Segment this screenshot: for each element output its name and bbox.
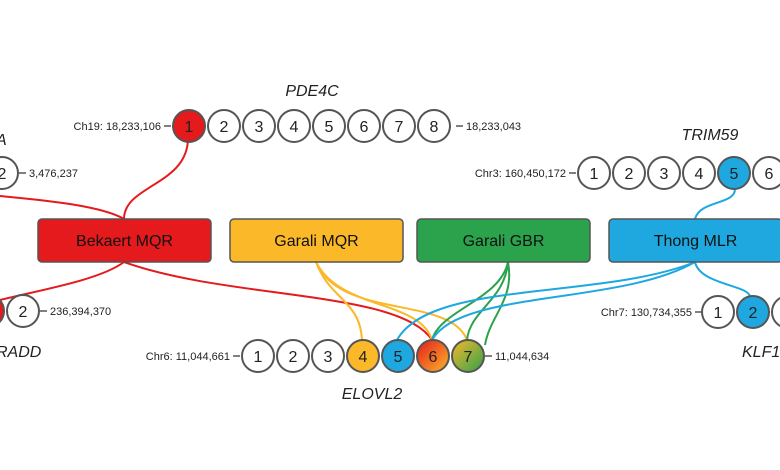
- site-klf14-2: [736, 295, 770, 329]
- site-label-trim59-6: 6: [765, 166, 774, 183]
- site-pde4c-2: [207, 109, 241, 143]
- site-label-trim59-4: 4: [695, 166, 704, 183]
- site-pde4c-5: [312, 109, 346, 143]
- link-bekaert-elovl2-6: [123, 261, 433, 341]
- site-label-klf14-2: 2: [749, 305, 758, 322]
- site-label-elovl2-6: 6: [429, 349, 438, 366]
- site-label-pde4c-4: 4: [290, 119, 299, 136]
- link-garali-gbr-elovl2-7a: [466, 261, 509, 341]
- site-label-pde4c-3: 3: [255, 119, 264, 136]
- site-label-elovl2-4: 4: [359, 349, 368, 366]
- gene-label-klf14: KLF1: [742, 344, 780, 361]
- model-box-garali_gbr: [416, 218, 591, 263]
- coord-start-trim59: Chr3: 160,450,172: [475, 168, 566, 180]
- model-label-garali_mqr: Garali MQR: [274, 233, 358, 250]
- site-label-elovl2-2: 2: [289, 349, 298, 366]
- connections: [0, 137, 751, 346]
- site-elovl2-3: [311, 339, 345, 373]
- site-label-pde4c-6: 6: [360, 119, 369, 136]
- site-label-pde4c-5: 5: [325, 119, 334, 136]
- site-label-elovl2-5: 5: [394, 349, 403, 366]
- gene-left-bottom: 2 236,394,370 RADD: [0, 294, 111, 361]
- site-elovl2-1: [241, 339, 275, 373]
- model-box-garali_mqr: [229, 218, 404, 263]
- gene-left-top: A 2 3,476,237: [0, 132, 78, 190]
- gene-label-trim59: TRIM59: [682, 127, 739, 144]
- site-label-pde4c-8: 8: [430, 119, 439, 136]
- link-bekaert-pde4c-1: [123, 137, 189, 220]
- site-trim59-6: [752, 156, 780, 190]
- site-trim59-4: [682, 156, 716, 190]
- link-thong-elovl2-6: [431, 261, 696, 341]
- site-pde4c-7: [382, 109, 416, 143]
- link-thong-klf14-2: [694, 261, 751, 298]
- model-label-thong: Thong MLR: [654, 233, 738, 250]
- site-label-trim59-1: 1: [590, 166, 599, 183]
- gene-elovl2: Chr6: 11,044,661 1 2 3 4 5 6 7 11,044,634 ELOV…: [146, 339, 549, 403]
- site-label-pde4c-2: 2: [220, 119, 229, 136]
- gene-trim59: TRIM59 Chr3: 160,450,172 1 2 3 4 5 6: [475, 127, 780, 190]
- model-label-garali_gbr: Garali GBR: [463, 233, 545, 250]
- site-klf14-1: [701, 295, 735, 329]
- site-pde4c-6: [347, 109, 381, 143]
- site-elovl2-5: [381, 339, 415, 373]
- site-pde4c-3: [242, 109, 276, 143]
- site-left_bottom-2: [6, 294, 40, 328]
- site-label-elovl2-7: 7: [464, 349, 473, 366]
- coord-start-elovl2: Chr6: 11,044,661: [146, 351, 230, 363]
- gene-label-left-bottom: RADD: [0, 344, 42, 361]
- gene-pde4c: PDE4C Ch19: 18,233,106 1 2 3 4 5 6 7 8 18,233,0…: [74, 83, 521, 143]
- site-label-elovl2-1: 1: [254, 349, 263, 366]
- site-elovl2-4: [346, 339, 380, 373]
- model-box-bekaert: [37, 218, 212, 263]
- site-pde4c-1: [172, 109, 206, 143]
- site-left_top-2: [0, 156, 19, 190]
- site-label-trim59-5: 5: [730, 166, 739, 183]
- site-trim59-5: [717, 156, 751, 190]
- coord-start-pde4c: Ch19: 18,233,106: [74, 121, 161, 133]
- model-boxes: Bekaert MQR Garali MQR Garali GBR Thong MLR: [37, 218, 780, 263]
- link-thong-elovl2-5: [396, 261, 696, 341]
- model-label-bekaert: Bekaert MQR: [76, 233, 173, 250]
- link-garali-gbr-elovl2-6: [431, 261, 509, 341]
- gene-label-left-top: A: [0, 132, 7, 149]
- coord-end-left-top: 3,476,237: [29, 168, 78, 180]
- site-label-trim59-3: 3: [660, 166, 669, 183]
- site-trim59-2: [612, 156, 646, 190]
- site-pde4c-4: [277, 109, 311, 143]
- site-elovl2-6: [416, 339, 450, 373]
- link-garali-mqr-elovl2-7: [315, 261, 468, 341]
- coord-end-pde4c: 18,233,043: [466, 121, 521, 133]
- site-elovl2-2: [276, 339, 310, 373]
- coord-end-left-bottom: 236,394,370: [50, 306, 111, 318]
- gene-label-elovl2: ELOVL2: [342, 386, 403, 403]
- link-thong-trim59-5: [694, 188, 736, 220]
- link-bekaert-left-bottom: [0, 261, 125, 301]
- site-trim59-3: [647, 156, 681, 190]
- coord-end-elovl2: 11,044,634: [495, 351, 549, 363]
- gene-label-pde4c: PDE4C: [285, 83, 339, 100]
- site-label-left_bottom-2: 2: [19, 304, 28, 321]
- site-label-klf14-1: 1: [714, 305, 723, 322]
- site-label-pde4c-7: 7: [395, 119, 404, 136]
- coord-start-klf14: Chr7: 130,734,355: [601, 307, 692, 319]
- site-klf14-3: [771, 297, 780, 327]
- link-garali-mqr-elovl2-6: [315, 261, 433, 341]
- site-label-left_top-2: 2: [0, 166, 7, 183]
- site-elovl2-7: [451, 339, 485, 373]
- gene-klf14: Chr7: 130,734,355 1 2 KLF1: [601, 295, 780, 361]
- site-label-trim59-2: 2: [625, 166, 634, 183]
- link-bekaert-left-top: [0, 195, 125, 220]
- site-left-bottom-1: [0, 298, 5, 324]
- site-pde4c-8: [417, 109, 451, 143]
- site-trim59-1: [577, 156, 611, 190]
- model-box-thong: [608, 218, 780, 263]
- site-label-elovl2-3: 3: [324, 349, 333, 366]
- site-label-pde4c-1: 1: [185, 119, 194, 136]
